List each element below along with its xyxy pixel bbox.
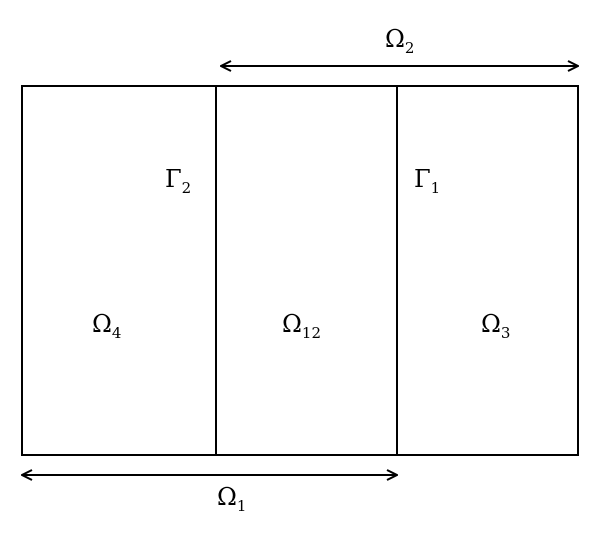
domain-outline bbox=[21, 85, 579, 456]
omega2-label: Ω2 bbox=[385, 25, 414, 57]
gamma2-label: Γ2 bbox=[165, 165, 191, 197]
omega4-label: Ω4 bbox=[92, 310, 121, 342]
omega1-label: Ω1 bbox=[217, 483, 246, 515]
gamma1-label: Γ1 bbox=[414, 165, 440, 197]
omega12-label: Ω12 bbox=[282, 310, 321, 342]
omega3-label: Ω3 bbox=[481, 310, 510, 342]
